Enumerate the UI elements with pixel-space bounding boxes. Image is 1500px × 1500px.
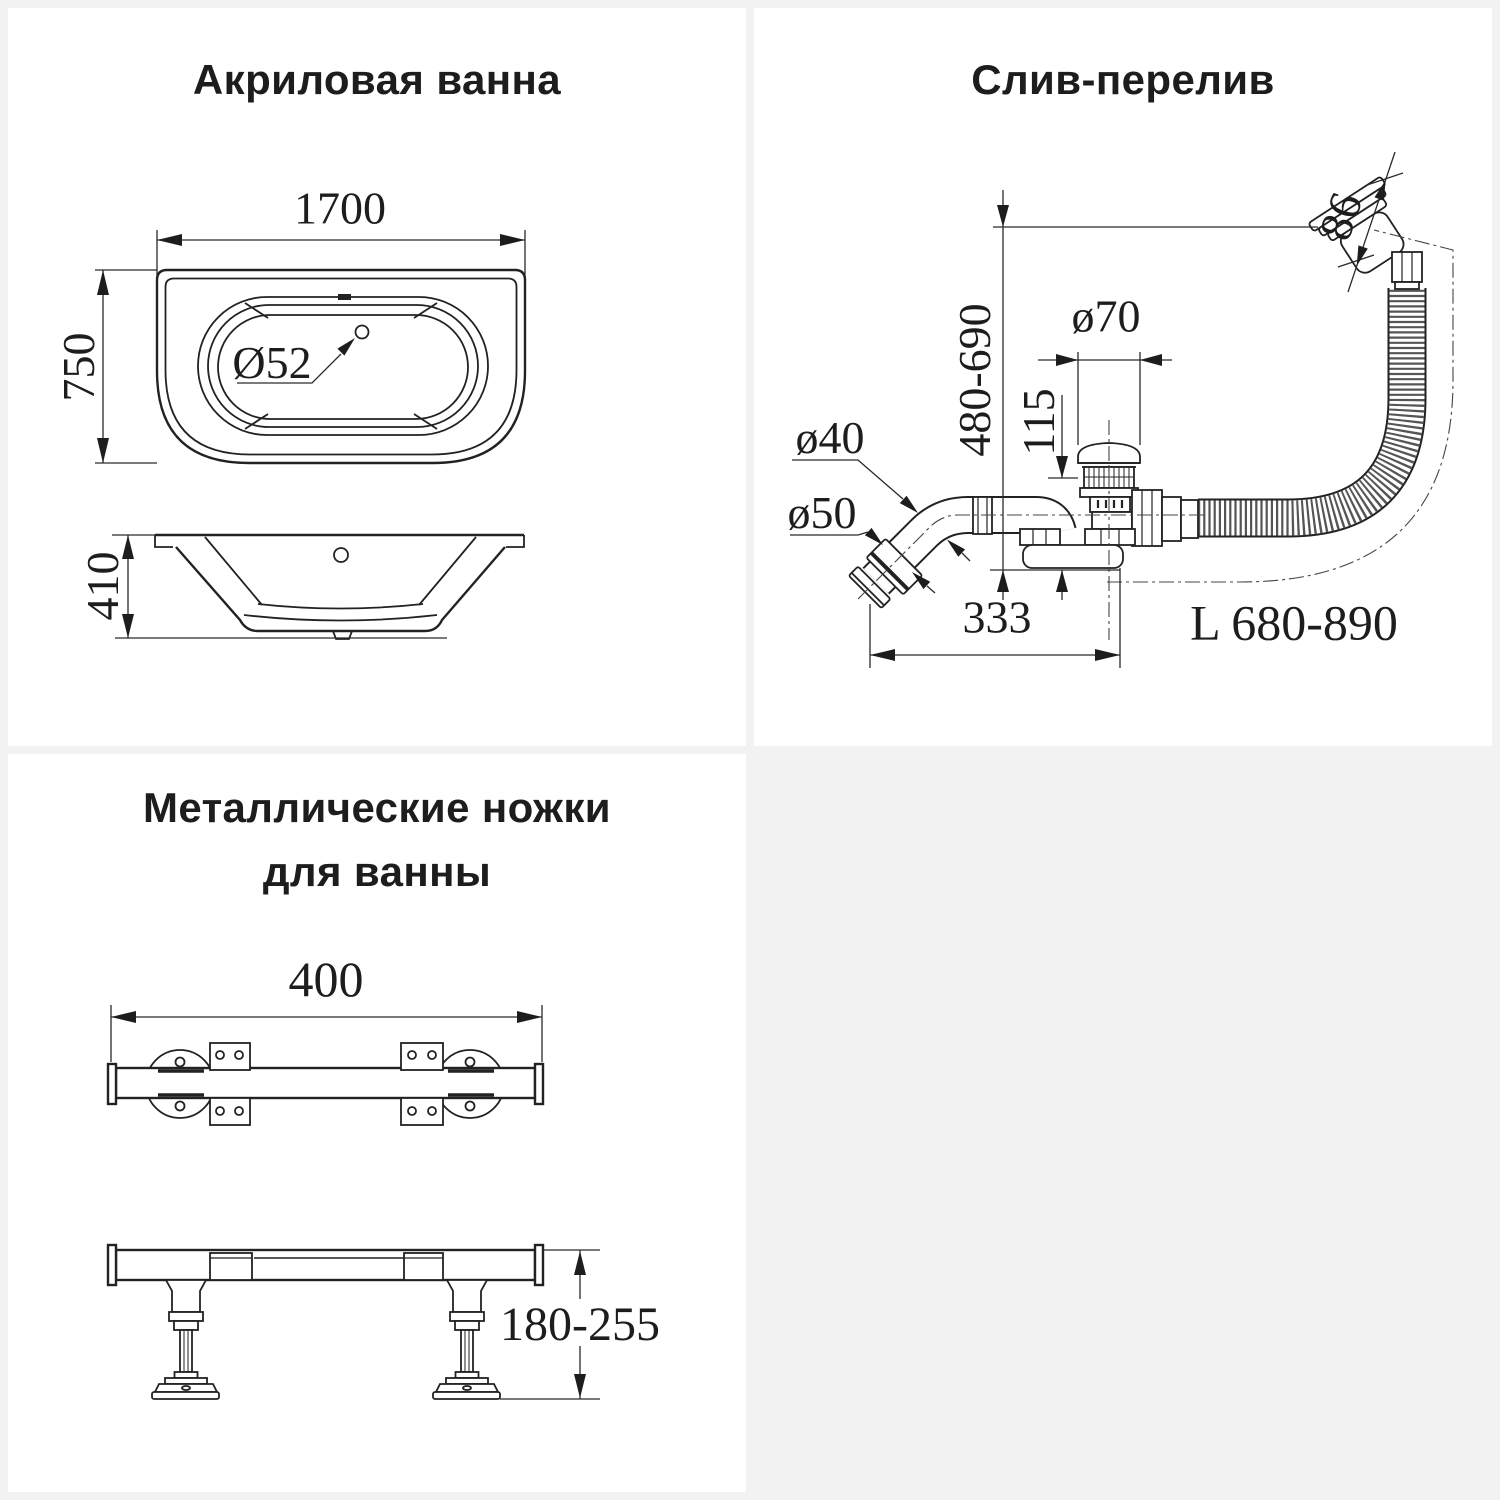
dim-drain-hole: Ø52 <box>232 337 311 388</box>
dim-drain-cap: ø70 <box>1072 291 1141 342</box>
bathtub-drawing: Ø52 1700 750 410 <box>53 183 527 640</box>
dim-offset: 333 <box>963 592 1032 643</box>
dim-base-height: 115 <box>1013 388 1064 455</box>
dim-legs-length: 400 <box>289 951 364 1007</box>
drain-kit-title: Слив-перелив <box>971 56 1275 103</box>
panel-bathtub: Акриловая ванна Ø52 <box>8 8 746 746</box>
legs-title-line1: Металлические ножки <box>142 784 611 831</box>
dim-install-height: 480-690 <box>949 303 1000 456</box>
panel-drain-kit: Слив-перелив <box>754 8 1492 746</box>
dim-width: 750 <box>53 333 104 402</box>
dim-length: 1700 <box>294 183 386 234</box>
legs-front-view: 180-255 <box>106 1243 660 1400</box>
center-lines <box>857 229 1454 640</box>
legs-title-line2: для ванны <box>262 848 492 895</box>
overflow-fitting <box>1308 176 1405 274</box>
dim-pipe: ø40 <box>796 412 865 463</box>
legs-drawing: 400 <box>106 951 660 1400</box>
drain-kit-dimensions: 480-690 115 ø70 ø40 ø50 333 <box>788 151 1404 668</box>
drain-kit-assembly <box>848 176 1427 609</box>
panel-legs: Металлические ножки для ванны <box>8 754 746 1492</box>
dim-height: 410 <box>77 552 128 621</box>
legs-title: Металлические ножки для ванны <box>8 776 746 904</box>
legs-top-view: 400 <box>106 951 545 1126</box>
dim-hose-length: L 680-890 <box>1190 595 1398 651</box>
dim-legs-height: 180-255 <box>500 1298 660 1351</box>
dim-outlet: ø50 <box>788 487 857 538</box>
bathtub-title: Акриловая ванна <box>192 56 562 103</box>
bathtub-side-view: 410 <box>77 533 525 640</box>
bathtub-top-view: Ø52 1700 750 <box>53 183 527 465</box>
drain-kit-drawing: 480-690 115 ø70 ø40 ø50 333 <box>788 151 1454 668</box>
